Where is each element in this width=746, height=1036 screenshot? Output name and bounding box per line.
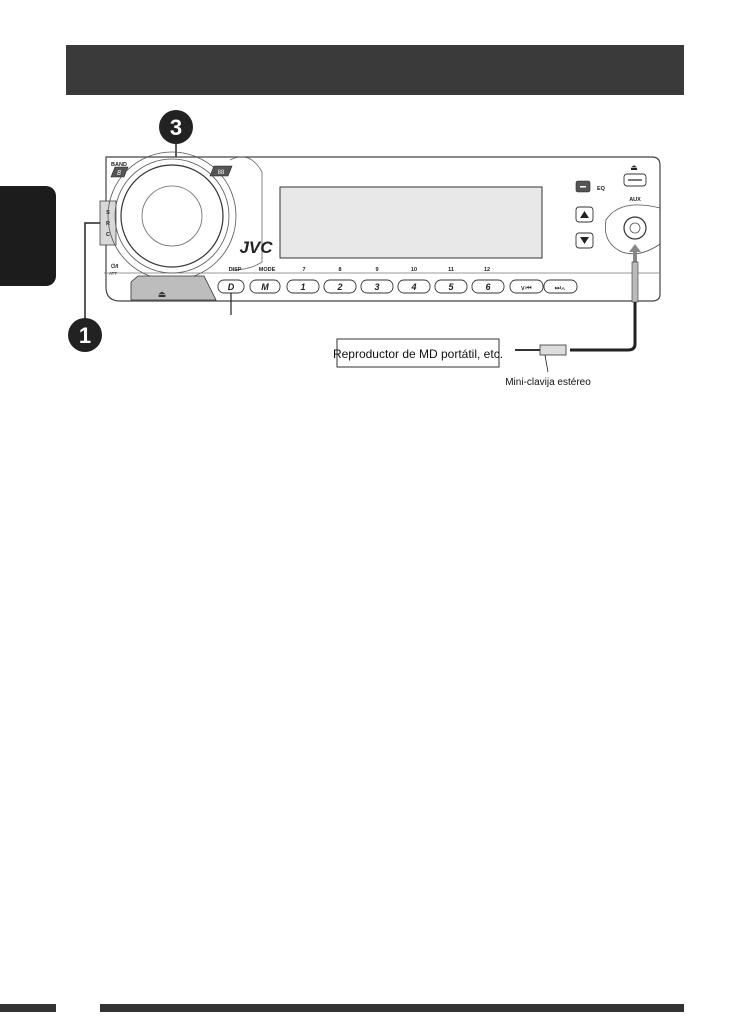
up-button[interactable] <box>576 207 593 222</box>
aux-label: AUX <box>629 197 641 203</box>
eject-icon: ⏏ <box>630 163 638 172</box>
preset-upper-label: 12 <box>484 267 490 273</box>
detach-icon: ⏏ <box>158 289 167 299</box>
preset-button-3[interactable]: 3 <box>361 280 393 293</box>
preset-upper-label: 8 <box>338 267 341 273</box>
plug-label: Mini-clavija estéreo <box>505 377 591 388</box>
disp-label: DISP <box>229 267 242 273</box>
svg-text:1: 1 <box>79 323 91 348</box>
power-label: ⏻/I <box>111 263 119 270</box>
preset-button-1[interactable]: 1 <box>287 280 319 293</box>
eq-button[interactable] <box>576 181 590 192</box>
eject-button[interactable] <box>624 174 646 186</box>
preset-button-4[interactable]: 4 <box>398 280 430 293</box>
skip-back-button[interactable]: ∨⏮ <box>510 280 543 293</box>
att-label: ATT <box>109 271 117 276</box>
eq-label: EQ <box>597 186 606 192</box>
src-label-c: C <box>106 232 110 238</box>
brand-logo: JVC <box>239 238 273 257</box>
mode-label: MODE <box>259 267 276 273</box>
footer-bar <box>100 1004 684 1012</box>
disp-button[interactable]: D <box>218 280 244 293</box>
footer-bar <box>0 1004 56 1012</box>
dial-top-button[interactable]: 88 <box>210 166 232 176</box>
mode-button[interactable]: M <box>250 280 280 293</box>
preset-button-5[interactable]: 5 <box>435 280 467 293</box>
callout-1: 1 <box>68 223 102 352</box>
preset-upper-label: 10 <box>411 267 417 273</box>
svg-text:1: 1 <box>300 282 305 292</box>
preset-button-6[interactable]: 6 <box>472 280 504 293</box>
svg-text:8: 8 <box>117 170 121 177</box>
down-button[interactable] <box>576 233 593 248</box>
skip-back-icon: ∨⏮ <box>520 285 531 292</box>
svg-text:2: 2 <box>336 282 342 292</box>
preset-upper-label: 7 <box>302 267 305 273</box>
svg-text:3: 3 <box>170 115 182 140</box>
svg-text:M: M <box>261 282 269 292</box>
preset-button-2[interactable]: 2 <box>324 280 356 293</box>
svg-text:D: D <box>228 282 235 292</box>
skip-forward-button[interactable]: ⏭∧ <box>544 280 577 293</box>
svg-text:88: 88 <box>218 170 225 176</box>
detach-button[interactable]: ⏏ <box>131 276 216 300</box>
device-label-box: Reproductor de MD portátil, etc. <box>333 339 503 367</box>
svg-text:4: 4 <box>410 282 416 292</box>
preset-upper-label: 11 <box>448 267 454 273</box>
preset-upper-label: 9 <box>375 267 378 273</box>
display-window <box>280 187 542 258</box>
svg-text:3: 3 <box>374 282 379 292</box>
device-label: Reproductor de MD portátil, etc. <box>333 347 503 361</box>
skip-forward-icon: ⏭∧ <box>555 285 566 292</box>
